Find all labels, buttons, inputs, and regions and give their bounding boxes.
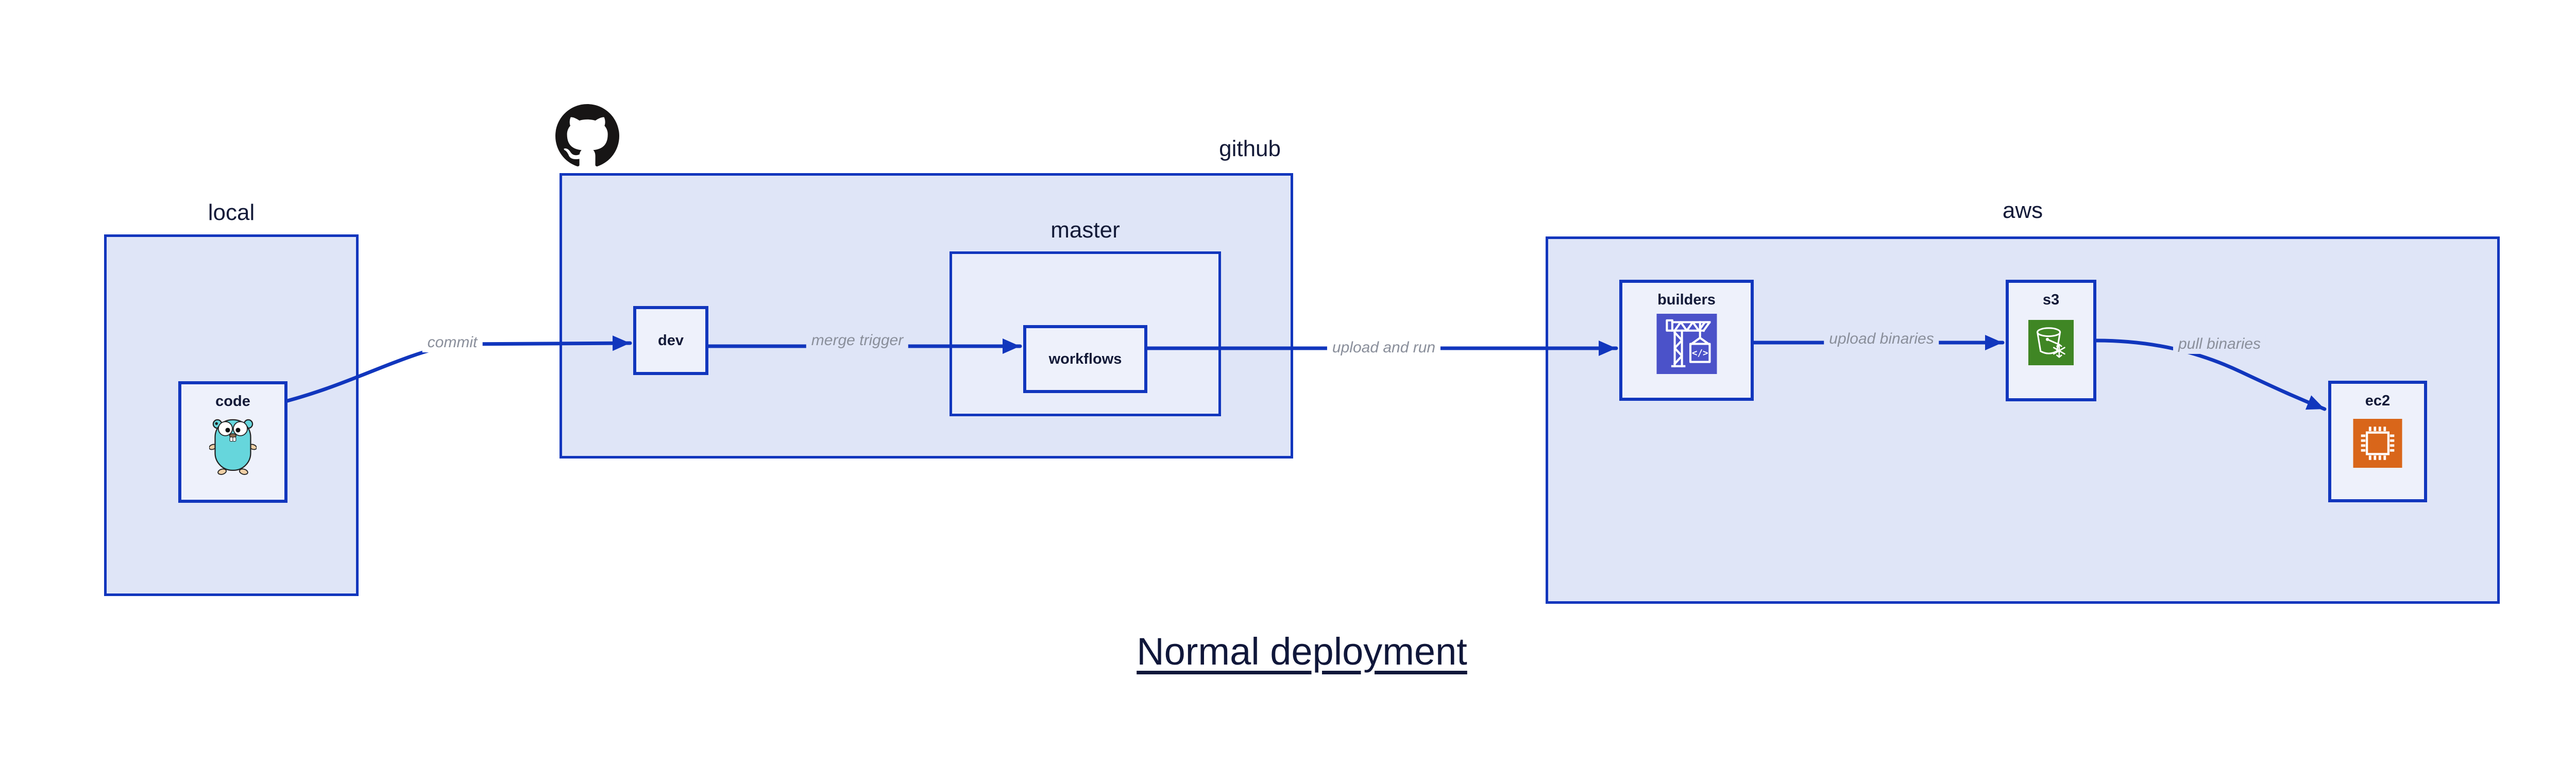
node-dev: dev <box>633 306 708 375</box>
ec2-chip-icon <box>2353 419 2402 468</box>
edge-label-merge-trigger: merge trigger <box>806 331 909 350</box>
group-label-master: master <box>1050 217 1120 243</box>
node-s3: s3 <box>2006 280 2096 401</box>
s3-glacier-bucket-icon <box>2028 320 2074 365</box>
node-workflows-label: workflows <box>1048 351 1122 367</box>
diagram-title: Normal deployment <box>1137 630 1467 673</box>
svg-text:</>: </> <box>1691 348 1708 359</box>
node-s3-label: s3 <box>2042 292 2060 308</box>
group-label-aws: aws <box>2002 198 2043 223</box>
edge-label-upload-and-run: upload and run <box>1327 338 1441 358</box>
codebuild-crane-icon: </> <box>1656 314 1717 374</box>
node-builders: builders </> <box>1619 280 1754 401</box>
edge-label-upload-binaries: upload binaries <box>1824 329 1939 349</box>
node-dev-label: dev <box>658 332 684 349</box>
github-octocat-icon <box>555 104 619 166</box>
edge-label-commit: commit <box>422 333 483 352</box>
node-ec2: ec2 <box>2328 381 2427 502</box>
group-label-github: github <box>1219 136 1281 161</box>
node-builders-label: builders <box>1657 292 1716 308</box>
edge-label-pull-binaries: pull binaries <box>2173 334 2266 354</box>
group-label-local: local <box>208 200 255 225</box>
node-workflows: workflows <box>1023 325 1147 393</box>
go-gopher-icon <box>209 419 257 475</box>
node-code-label: code <box>215 393 250 410</box>
node-ec2-label: ec2 <box>2365 393 2391 409</box>
node-code: code <box>178 381 287 503</box>
